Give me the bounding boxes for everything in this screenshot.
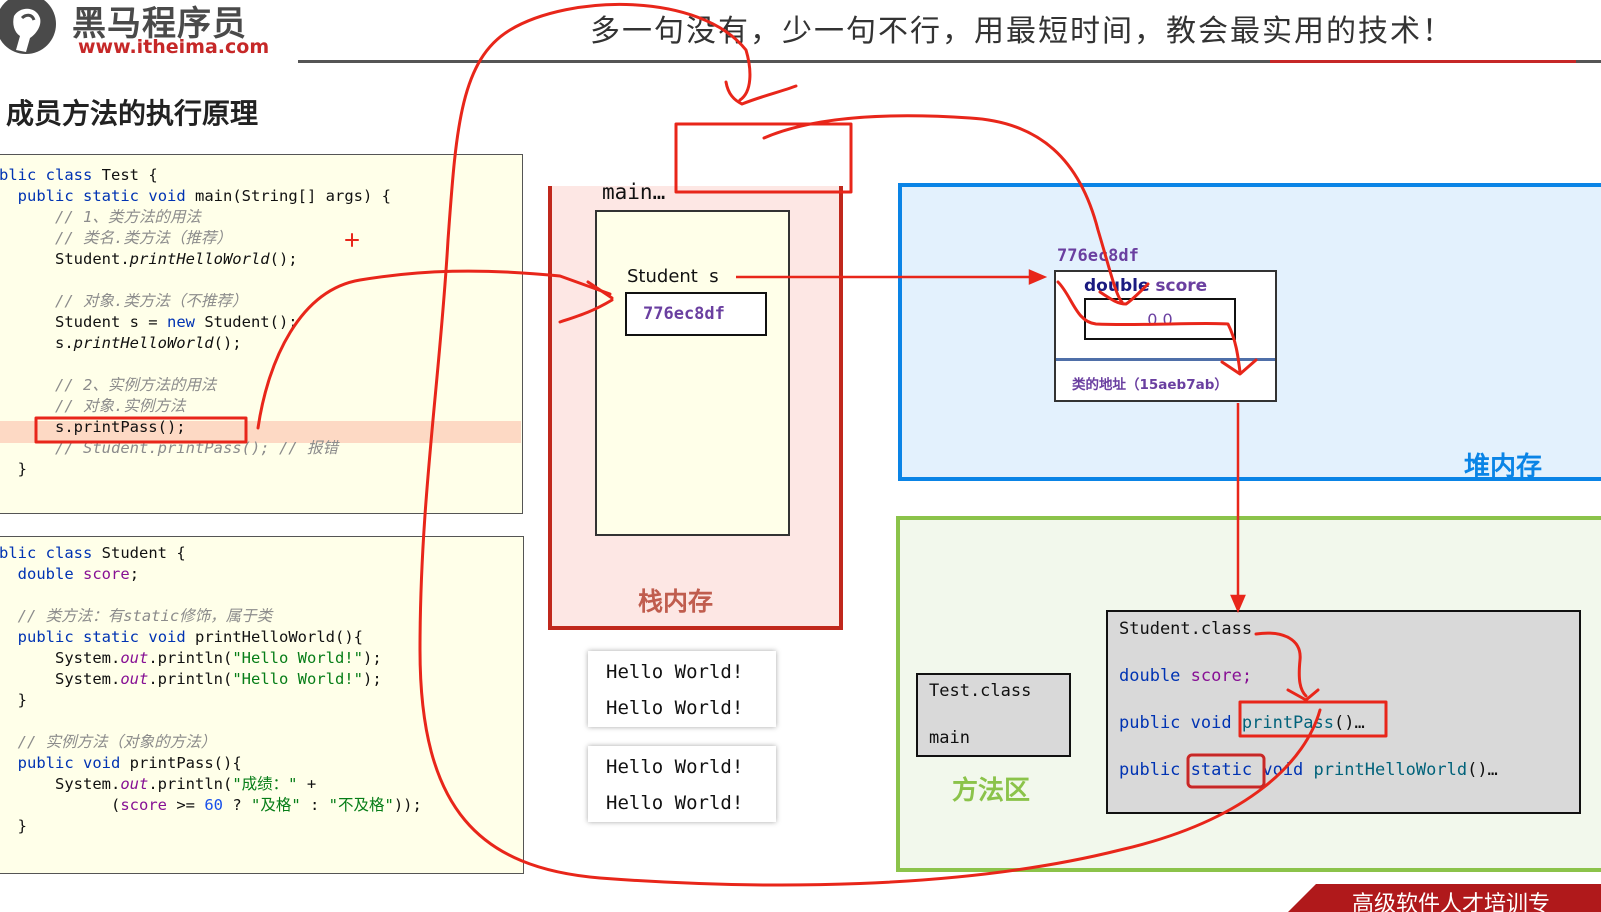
arrow-call-to-stack bbox=[256, 269, 612, 430]
code-line: s.printPass(); bbox=[0, 418, 186, 436]
header-rule bbox=[298, 60, 1601, 63]
console-line: Hello World! bbox=[606, 756, 744, 778]
heap-class-ref: 类的地址（15aeb7ab） bbox=[1072, 377, 1228, 393]
static-keyword: static bbox=[1190, 760, 1253, 780]
test-class-name: Test.class bbox=[929, 681, 1032, 701]
console-line: Hello World! bbox=[606, 792, 744, 814]
footer-banner: 高级软件人才培训专 bbox=[1288, 884, 1601, 912]
code-line: public static void main(String[] args) { bbox=[17, 187, 391, 205]
student-class-box bbox=[1106, 610, 1581, 814]
method-name: printPass bbox=[1241, 713, 1334, 733]
current-line-highlight bbox=[0, 421, 521, 443]
code-line: } bbox=[0, 817, 27, 835]
code-line: blic class Test { bbox=[0, 166, 158, 184]
student-class-field: double score; bbox=[1119, 666, 1252, 686]
code-line: } bbox=[0, 460, 27, 478]
print-hello-method: public static void printHelloWorld()… bbox=[1119, 760, 1498, 780]
code-line: } bbox=[0, 691, 27, 709]
code-line: blic class Student { bbox=[0, 544, 186, 562]
new-frame-box bbox=[674, 122, 853, 194]
static-keyword-outline bbox=[1186, 753, 1266, 789]
heap-object-address: 776ec8df bbox=[1057, 246, 1139, 266]
main-stack-frame bbox=[595, 210, 790, 536]
field-name: score; bbox=[1190, 666, 1253, 686]
console-line: Hello World! bbox=[606, 661, 744, 683]
code-line: Student.printHelloWorld(); bbox=[0, 250, 298, 268]
console-output: Hello World! Hello World! bbox=[588, 651, 776, 727]
printpass-call-box bbox=[34, 416, 248, 444]
code-line: System.out.println("Hello World!"); bbox=[0, 670, 382, 688]
heap-memory-label: 堆内存 bbox=[1464, 452, 1543, 482]
test-code-panel: blic class Test { public static void mai… bbox=[0, 154, 523, 514]
code-line: // 类名.类方法（推荐） bbox=[0, 229, 232, 247]
pointer-arrow-head bbox=[1028, 269, 1048, 285]
method-area-label: 方法区 bbox=[952, 776, 1031, 806]
slogan: 多一句没有，少一句不行，用最短时间，教会最实用的技术！ bbox=[590, 14, 1454, 49]
logo-url-text: www.itheima.com bbox=[78, 36, 270, 58]
logo-cn-text: 黑马程序员 bbox=[72, 4, 247, 44]
stack-memory-label: 栈内存 bbox=[638, 587, 714, 616]
arrow-field-to-class-ref bbox=[1056, 280, 1258, 376]
code-line: s.printHelloWorld(); bbox=[0, 334, 242, 352]
heap-field-name: score bbox=[1155, 276, 1208, 296]
code-line: // 1、类方法的用法 bbox=[0, 208, 201, 226]
code-line: // 对象.实例方法 bbox=[0, 397, 186, 415]
method-name: printHelloWorld bbox=[1313, 760, 1468, 780]
code-line: Student s = new Student(); bbox=[0, 313, 298, 331]
footer-banner-text: 高级软件人才培训专 bbox=[1352, 892, 1551, 912]
modifier: public bbox=[1119, 760, 1181, 780]
code-line: // 对象.类方法（不推荐） bbox=[0, 292, 248, 310]
code-line: double score; bbox=[17, 565, 140, 583]
printpass-method-box bbox=[1238, 700, 1388, 738]
test-class-box bbox=[916, 673, 1071, 757]
heap-divider bbox=[1056, 358, 1275, 361]
heap-field-value: 0.0 bbox=[1084, 298, 1236, 340]
modifier: public bbox=[1119, 713, 1181, 733]
class-ref-arrow-head bbox=[1230, 594, 1246, 614]
horse-logo-icon bbox=[0, 0, 56, 54]
field-type: double bbox=[1119, 666, 1181, 686]
stack-var-value: 776ec8df bbox=[625, 292, 767, 336]
method-suffix: ()… bbox=[1467, 760, 1498, 780]
code-line: (score >= 60 ? "及格" : "不及格")); bbox=[0, 796, 422, 814]
test-class-method: main bbox=[929, 728, 970, 748]
logo: 黑马程序员 www.itheima.com bbox=[0, 0, 270, 62]
return-type: void bbox=[1190, 713, 1232, 733]
method-suffix: ()… bbox=[1334, 713, 1365, 733]
student-code-panel: blic class Student { double score; // 类方… bbox=[0, 536, 524, 874]
static-keyword-box bbox=[1186, 753, 1266, 789]
code-line: System.out.println("成绩：" + bbox=[0, 775, 317, 793]
code-line: public static void printHelloWorld(){ bbox=[17, 628, 363, 646]
arrow-call-to-stack-head bbox=[558, 280, 614, 324]
code-line: public void printPass(){ bbox=[17, 754, 242, 772]
print-pass-method: public void printPass()… bbox=[1119, 713, 1365, 733]
arrow-class-to-printpass bbox=[1254, 631, 1320, 702]
code-line: System.out.println("Hello World!"); bbox=[0, 649, 382, 667]
slide-title: 成员方法的执行原理 bbox=[6, 97, 259, 130]
console-line: Hello World! bbox=[606, 697, 744, 719]
loop-call-path bbox=[418, 2, 1322, 887]
plus-marker bbox=[345, 233, 359, 247]
console-output: Hello World! Hello World! bbox=[588, 746, 776, 822]
student-class-name: Student.class bbox=[1119, 619, 1253, 639]
arrow-to-field bbox=[762, 114, 1150, 306]
code-line: // 实例方法（对象的方法） bbox=[0, 733, 217, 751]
header-rule-accent bbox=[1270, 60, 1576, 63]
code-line: // 2、实例方法的用法 bbox=[0, 376, 217, 394]
stack-var-label: Student s bbox=[627, 266, 719, 287]
code-line: // 类方法：有static修饰，属于类 bbox=[0, 607, 273, 625]
stack-frame-name: main… bbox=[602, 180, 666, 204]
